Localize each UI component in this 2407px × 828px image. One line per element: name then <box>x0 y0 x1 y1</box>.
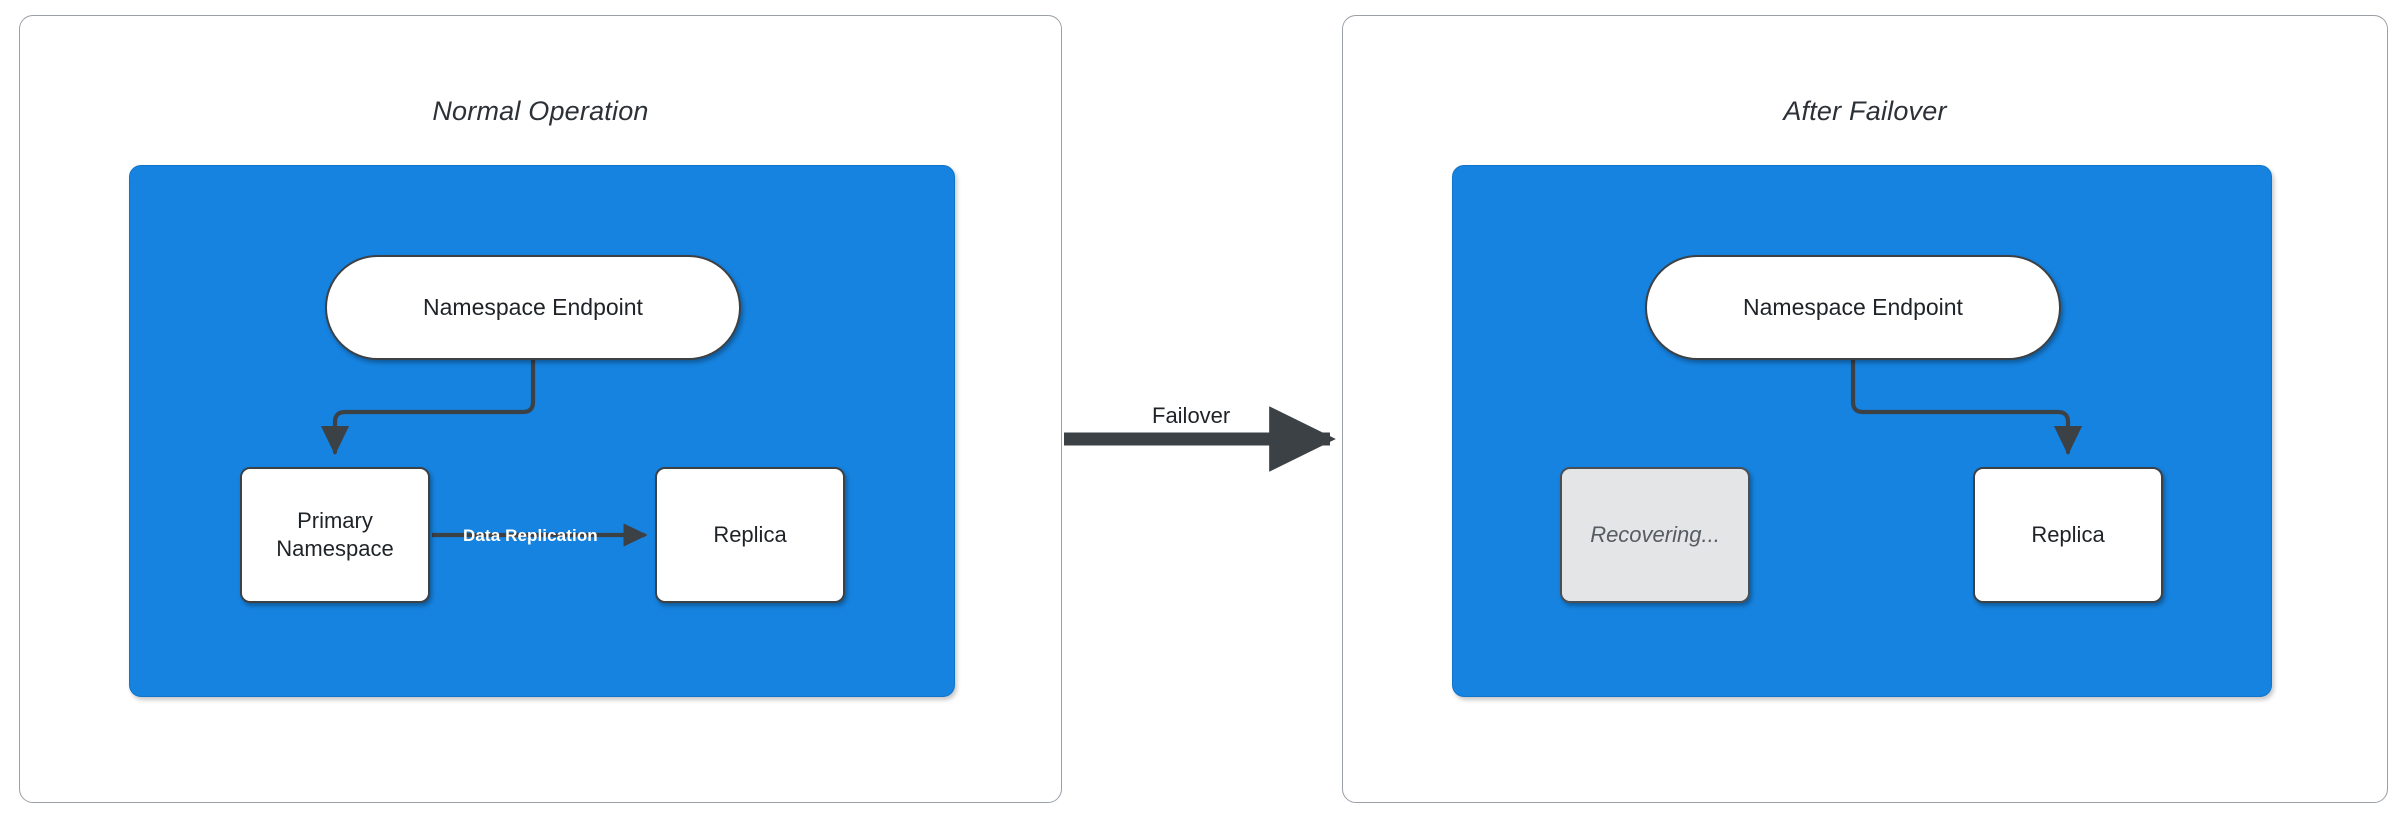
node-label-line2: Namespace <box>276 536 394 561</box>
panel-title-normal-operation: Normal Operation <box>432 96 649 126</box>
node-namespace-endpoint-failover[interactable]: Namespace Endpoint <box>1645 255 2061 360</box>
node-recovering-namespace[interactable]: Recovering... <box>1560 467 1750 603</box>
node-namespace-endpoint-primary[interactable]: Namespace Endpoint <box>325 255 741 360</box>
node-label: Namespace Endpoint <box>423 293 643 320</box>
node-replica-normal[interactable]: Replica <box>655 467 845 603</box>
node-primary-namespace[interactable]: Primary Namespace <box>240 467 430 603</box>
panel-title-after-failover: After Failover <box>1783 96 1947 126</box>
node-replica-promoted[interactable]: Replica <box>1973 467 2163 603</box>
node-label: Replica <box>2031 521 2105 547</box>
zone-after-failover <box>1452 165 2272 697</box>
edge-label-data-replication: Data Replication <box>463 526 598 545</box>
node-label-line1: Primary <box>297 507 373 533</box>
node-label: Namespace Endpoint <box>1743 293 1963 320</box>
node-label: Primary Namespace <box>276 507 393 563</box>
zone-normal-operation <box>129 165 955 697</box>
node-label: Recovering... <box>1590 521 1720 547</box>
node-label: Replica <box>713 521 787 547</box>
edge-label-failover: Failover <box>1152 403 1231 428</box>
